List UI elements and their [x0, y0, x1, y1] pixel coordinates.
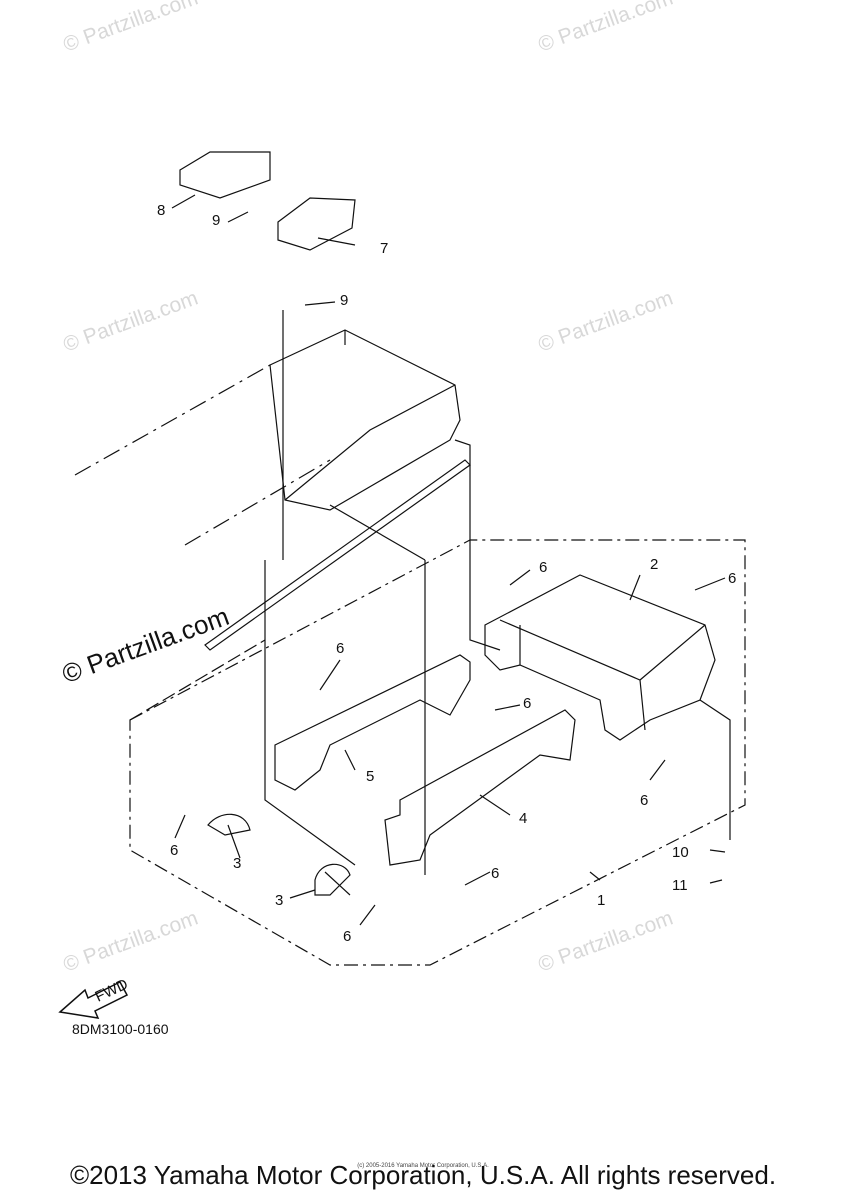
callout-9-lower: 9: [340, 292, 348, 309]
leader-line: [329, 504, 426, 561]
tiny-copyright: (c) 2005-2016 Yamaha Motor Corporation, …: [357, 1163, 489, 1169]
rail-4: [384, 709, 576, 866]
callout-11: 11: [672, 877, 688, 894]
callout-10: 10: [672, 844, 689, 861]
callout-leader: [171, 194, 726, 926]
callout-6-a: 6: [539, 559, 547, 576]
callout-6-g: 6: [491, 865, 499, 882]
plate-3b: [314, 863, 351, 896]
footer-copyright: ©2013 Yamaha Motor Corporation, U.S.A. A…: [69, 1160, 777, 1190]
frame-edge: [284, 330, 456, 501]
callout-3-a: 3: [233, 855, 241, 872]
pad-7: [277, 197, 356, 251]
callout-9-upper: 9: [212, 212, 220, 229]
plate-3a: [207, 813, 251, 836]
fwd-label: FWD: [93, 976, 131, 1006]
callout-8: 8: [157, 202, 165, 219]
callout-7: 7: [380, 240, 388, 257]
leader-line: [699, 699, 731, 840]
rod: [204, 459, 471, 651]
pad-8: [179, 151, 271, 199]
callout-1: 1: [597, 892, 605, 909]
guide-line: [74, 364, 271, 476]
callout-6-h: 6: [343, 928, 351, 945]
callout-2: 2: [650, 556, 658, 573]
guide-line: [184, 459, 331, 546]
dashed-frame-outline: [129, 539, 746, 966]
callout-3-b: 3: [275, 892, 283, 909]
callout-6-d: 6: [523, 695, 531, 712]
rail-5: [274, 654, 471, 791]
rear-box-edge: [499, 619, 706, 731]
leader-line: [264, 560, 356, 866]
fwd-arrow-icon: FWD: [58, 976, 131, 1019]
callout-5: 5: [366, 768, 374, 785]
callout-6-c: 6: [336, 640, 344, 657]
callout-6-f: 6: [170, 842, 178, 859]
callout-4: 4: [519, 810, 527, 827]
callout-6-b: 6: [728, 570, 736, 587]
diagram-code: 8DM3100-0160: [72, 1021, 169, 1037]
guide-line: [129, 639, 266, 721]
frame-body: [269, 329, 461, 511]
callout-6-e: 6: [640, 792, 648, 809]
